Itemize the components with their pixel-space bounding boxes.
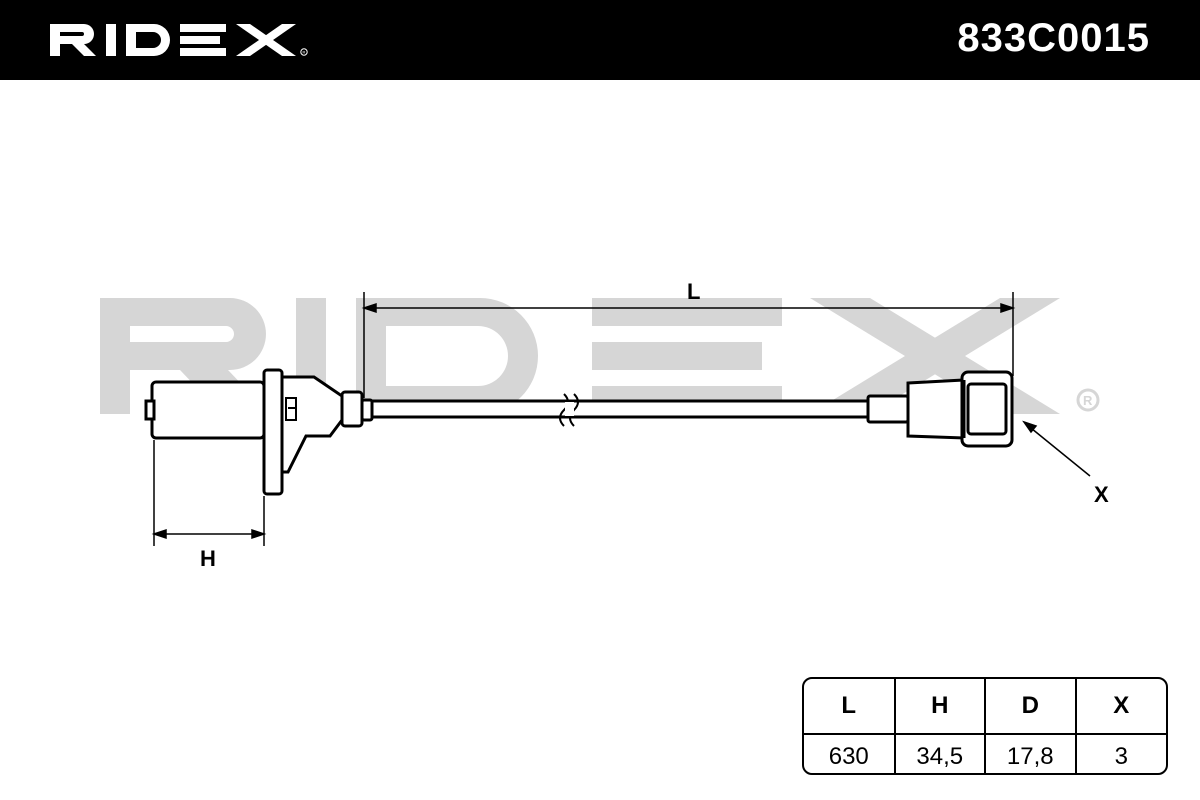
- connector-label: X: [1094, 482, 1109, 507]
- watermark-logo: R: [100, 298, 1100, 414]
- spec-header-d: D: [985, 679, 1077, 735]
- connector-leader: [1022, 420, 1091, 477]
- part-number: 833C0015: [957, 16, 1150, 60]
- spec-header-h: H: [894, 679, 986, 735]
- connector: [866, 370, 1014, 448]
- spec-value-l: 630: [804, 734, 896, 773]
- spec-table-header-row: L H D X: [804, 679, 1166, 735]
- header-bar: R 833C0015: [0, 0, 1200, 80]
- ridex-logo: R: [50, 24, 308, 56]
- spec-header-l: L: [804, 679, 896, 735]
- sensor-body: [144, 368, 374, 496]
- length-dimension: [361, 292, 1016, 398]
- spec-value-h: 34,5: [894, 734, 986, 773]
- svg-text:R: R: [1083, 393, 1093, 408]
- svg-text:R: R: [303, 50, 306, 55]
- spec-header-x: X: [1075, 679, 1166, 735]
- spec-table: L H D X 630 34,5 17,8 3: [802, 677, 1168, 775]
- length-label: L: [687, 279, 700, 304]
- spec-value-x: 3: [1114, 743, 1128, 770]
- spec-value-d: 17,8: [985, 734, 1077, 773]
- height-label: H: [200, 546, 216, 571]
- technical-drawing: R L: [100, 279, 1109, 571]
- spec-table-value-row: 630 34,5 17,8 3: [804, 734, 1166, 773]
- height-dimension: [151, 440, 267, 546]
